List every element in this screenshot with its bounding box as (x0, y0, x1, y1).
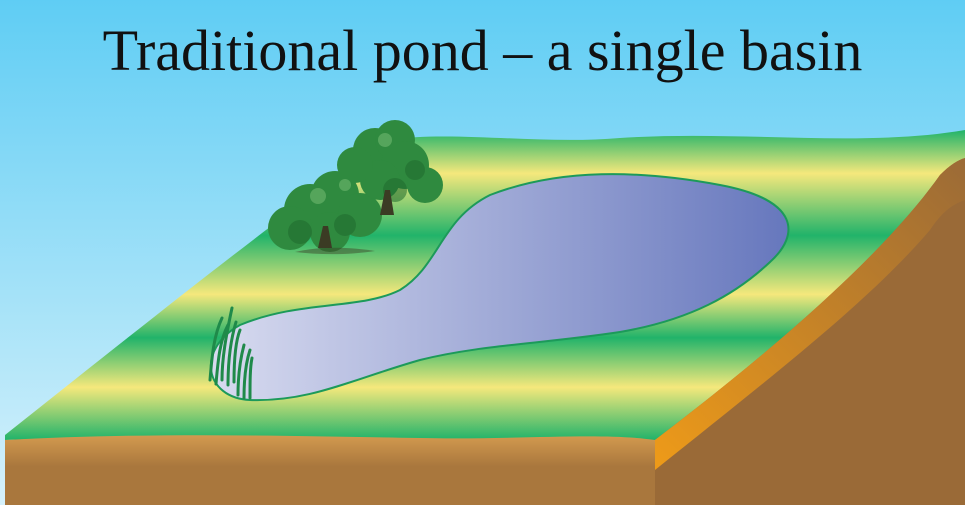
reeds-icon (208, 306, 254, 400)
diagram-title: Traditional pond – a single basin (102, 18, 863, 83)
soil-side-edge (655, 158, 965, 470)
pond-basin (209, 173, 790, 402)
tree-icon (268, 120, 443, 255)
soil-front-face (5, 435, 655, 505)
